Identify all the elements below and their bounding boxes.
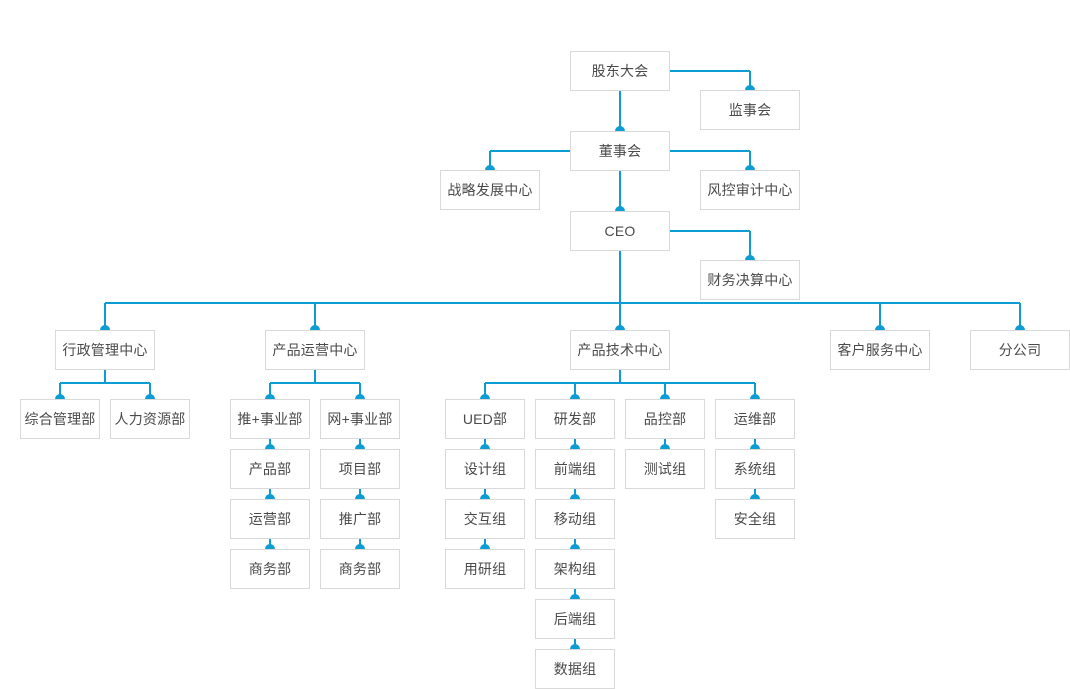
org-node-label: 测试组: [643, 461, 687, 477]
org-node-n22[interactable]: 商务部: [320, 549, 400, 589]
org-node-n28[interactable]: 前端组: [535, 449, 615, 489]
org-node-n27[interactable]: 设计组: [445, 449, 525, 489]
org-node-label: 后端组: [553, 611, 597, 627]
org-node-label: 移动组: [553, 511, 597, 527]
org-node-n20[interactable]: 推广部: [320, 499, 400, 539]
org-node-n3[interactable]: 董事会: [570, 131, 670, 171]
org-node-n14[interactable]: 人力资源部: [110, 399, 190, 439]
org-node-n21[interactable]: 商务部: [230, 549, 310, 589]
org-node-n16[interactable]: 网+事业部: [320, 399, 400, 439]
org-node-n30[interactable]: 系统组: [715, 449, 795, 489]
org-node-n37[interactable]: 数据组: [535, 649, 615, 689]
org-node-label: 交互组: [463, 511, 507, 527]
org-node-n35[interactable]: 架构组: [535, 549, 615, 589]
org-node-label: 推+事业部: [237, 411, 303, 427]
org-node-n1[interactable]: 股东大会: [570, 51, 670, 91]
org-node-n5[interactable]: 风控审计中心: [700, 170, 800, 210]
org-node-n29[interactable]: 测试组: [625, 449, 705, 489]
org-node-label: 人力资源部: [114, 411, 186, 427]
org-node-n2[interactable]: 监事会: [700, 90, 800, 130]
org-node-n13[interactable]: 综合管理部: [20, 399, 100, 439]
org-node-label: 财务决算中心: [707, 272, 793, 288]
org-node-n18[interactable]: 项目部: [320, 449, 400, 489]
org-node-label: 品控部: [643, 411, 687, 427]
org-node-label: 推广部: [338, 511, 382, 527]
org-node-label: 设计组: [463, 461, 507, 477]
org-node-n36[interactable]: 后端组: [535, 599, 615, 639]
org-node-n7[interactable]: 财务决算中心: [700, 260, 800, 300]
org-node-n10[interactable]: 产品技术中心: [570, 330, 670, 370]
org-node-n6[interactable]: CEO: [570, 211, 670, 251]
org-node-label: UED部: [462, 411, 508, 427]
org-node-n31[interactable]: 交互组: [445, 499, 525, 539]
org-node-label: CEO: [604, 223, 636, 239]
org-node-n12[interactable]: 分公司: [970, 330, 1070, 370]
org-node-label: 前端组: [553, 461, 597, 477]
org-node-label: 董事会: [598, 143, 642, 159]
org-node-label: 行政管理中心: [62, 342, 148, 358]
org-node-n34[interactable]: 用研组: [445, 549, 525, 589]
org-node-label: 架构组: [553, 561, 597, 577]
org-node-n8[interactable]: 行政管理中心: [55, 330, 155, 370]
org-node-label: 分公司: [998, 342, 1042, 358]
org-node-label: 商务部: [248, 561, 292, 577]
org-node-label: 风控审计中心: [707, 182, 793, 198]
org-node-label: 产品技术中心: [577, 342, 663, 358]
org-node-n17[interactable]: 产品部: [230, 449, 310, 489]
org-node-n15[interactable]: 推+事业部: [230, 399, 310, 439]
org-node-n33[interactable]: 安全组: [715, 499, 795, 539]
org-node-label: 运营部: [248, 511, 292, 527]
org-node-label: 股东大会: [591, 63, 649, 79]
org-node-label: 产品部: [248, 461, 292, 477]
org-node-label: 商务部: [338, 561, 382, 577]
org-node-label: 研发部: [553, 411, 597, 427]
org-node-n23[interactable]: UED部: [445, 399, 525, 439]
org-node-n25[interactable]: 品控部: [625, 399, 705, 439]
org-node-label: 数据组: [553, 661, 597, 677]
org-node-label: 运维部: [733, 411, 777, 427]
org-node-n24[interactable]: 研发部: [535, 399, 615, 439]
org-node-label: 产品运营中心: [272, 342, 358, 358]
org-node-label: 安全组: [733, 511, 777, 527]
org-node-n4[interactable]: 战略发展中心: [440, 170, 540, 210]
org-node-label: 项目部: [338, 461, 382, 477]
org-node-label: 监事会: [728, 102, 772, 118]
org-node-label: 客户服务中心: [837, 342, 923, 358]
org-node-label: 系统组: [733, 461, 777, 477]
org-node-label: 综合管理部: [24, 411, 96, 427]
org-node-n11[interactable]: 客户服务中心: [830, 330, 930, 370]
org-node-n9[interactable]: 产品运营中心: [265, 330, 365, 370]
org-node-n32[interactable]: 移动组: [535, 499, 615, 539]
org-node-n19[interactable]: 运营部: [230, 499, 310, 539]
org-node-label: 战略发展中心: [447, 182, 533, 198]
org-node-label: 网+事业部: [327, 411, 393, 427]
org-node-label: 用研组: [463, 561, 507, 577]
org-node-n26[interactable]: 运维部: [715, 399, 795, 439]
